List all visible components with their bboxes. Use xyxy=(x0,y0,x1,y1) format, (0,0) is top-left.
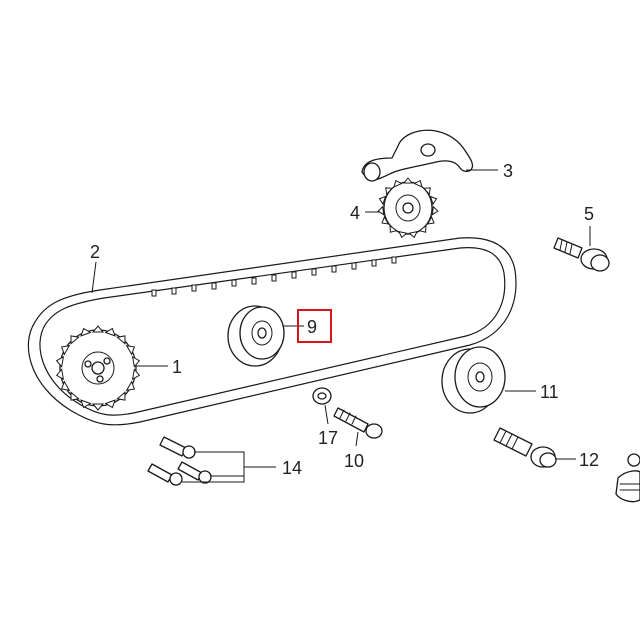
callout-17: 17 xyxy=(318,428,338,448)
partial-fitting[interactable] xyxy=(615,453,640,503)
callout-12: 12 xyxy=(579,450,599,470)
center-pulley[interactable] xyxy=(227,305,304,367)
callout-4: 4 xyxy=(350,203,360,223)
washer[interactable] xyxy=(312,387,332,425)
callout-10: 10 xyxy=(344,451,364,471)
tensioner-bracket[interactable] xyxy=(361,129,498,182)
callout-14: 14 xyxy=(282,458,302,478)
callout-1: 1 xyxy=(172,357,182,377)
idler-gear[interactable] xyxy=(365,177,439,239)
callout-9: 9 xyxy=(307,317,317,337)
tensioner-bolt[interactable] xyxy=(493,427,576,468)
callout-5: 5 xyxy=(584,204,594,224)
crank-sprocket[interactable] xyxy=(55,325,168,411)
highlight-box xyxy=(297,309,332,343)
bolt-set[interactable] xyxy=(147,436,276,486)
callout-11: 11 xyxy=(540,382,559,402)
belt-teeth xyxy=(151,256,397,297)
stud-10[interactable] xyxy=(333,407,383,447)
right-pulley[interactable] xyxy=(441,346,536,414)
timing-belt[interactable] xyxy=(27,237,517,426)
callout-3: 3 xyxy=(503,161,513,181)
bolt-5[interactable] xyxy=(553,226,610,272)
callout-2: 2 xyxy=(90,242,100,262)
